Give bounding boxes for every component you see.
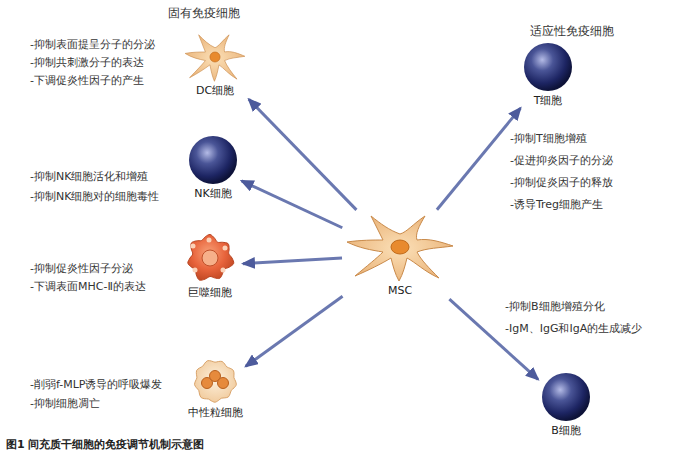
effect-item: -下调表面MHC-Ⅱ的表达 <box>30 280 146 293</box>
cell-name: 巨噬细胞 <box>188 286 232 299</box>
effect-item: -抑制B细胞增殖分化 <box>505 300 605 313</box>
effect-item: -抑制促炎性因子分泌 <box>30 262 133 275</box>
vesicle <box>193 268 198 273</box>
cell-name: T细胞 <box>534 94 563 107</box>
effect-item: -诱导Treg细胞产生 <box>510 198 603 211</box>
nucleus-lobe <box>218 378 229 389</box>
regulation-arrow <box>246 296 343 366</box>
cell-illustration <box>541 372 591 422</box>
vesicle <box>207 238 212 243</box>
cell-node: 中性粒细胞 <box>188 358 243 419</box>
effect-item: -促进抑炎因子的分泌 <box>510 154 613 167</box>
cell-illustration <box>190 358 240 404</box>
effect-item: -抑制NK细胞活化和增殖 <box>30 170 148 183</box>
effect-item: -IgM、IgG和IgA的生成减少 <box>505 322 642 335</box>
lymphocyte-body <box>524 43 572 91</box>
cell-name: NK细胞 <box>194 187 231 200</box>
cell-node: NK细胞 <box>188 135 238 200</box>
cell-node: MSC <box>345 212 455 297</box>
cell-body <box>185 35 245 81</box>
effect-item: -抑制细胞凋亡 <box>30 397 100 410</box>
cell-illustration <box>523 42 573 92</box>
vesicle <box>221 268 226 273</box>
effect-item: -抑制促炎因子的释放 <box>510 176 613 189</box>
vesicle <box>223 246 228 251</box>
neutrophil-body <box>195 361 237 403</box>
figure-caption: 图1 间充质干细胞的免疫调节机制示意图 <box>6 437 204 452</box>
effect-item: -削弱f-MLP诱导的呼吸爆发 <box>30 378 162 391</box>
vesicle <box>191 244 196 249</box>
group-heading: 固有免疫细胞 <box>168 6 240 20</box>
cell-name: B细胞 <box>551 424 581 437</box>
cell-node: B细胞 <box>541 372 591 437</box>
cell-illustration <box>184 32 246 82</box>
lymphocyte-body <box>542 373 590 421</box>
cell-name: MSC <box>388 284 412 297</box>
cell-node: T细胞 <box>523 42 573 107</box>
regulation-arrow <box>242 181 343 228</box>
cell-body <box>347 216 453 281</box>
effect-item: -抑制NK细胞对的细胞毒性 <box>30 190 159 203</box>
effect-item: -抑制T细胞增殖 <box>510 132 587 145</box>
cell-node: 巨噬细胞 <box>181 232 239 299</box>
effect-item: -下调促炎性因子的产生 <box>30 74 144 87</box>
cell-nucleus <box>391 240 409 254</box>
regulation-arrow <box>437 108 521 210</box>
cell-illustration <box>345 212 455 282</box>
cell-node: DC细胞 <box>184 32 246 97</box>
cell-illustration <box>181 232 239 284</box>
macrophage-body <box>188 234 234 280</box>
effect-item: -抑制共刺激分子的表达 <box>30 56 144 69</box>
cell-illustration <box>188 135 238 185</box>
cell-nucleus <box>202 250 218 266</box>
cell-nucleus <box>210 52 220 62</box>
regulation-arrow <box>243 258 342 264</box>
group-heading: 适应性免疫细胞 <box>530 24 614 38</box>
effect-item: -抑制表面提呈分子的分泌 <box>30 38 155 51</box>
lymphocyte-body <box>189 136 237 184</box>
cell-name: DC细胞 <box>196 84 234 97</box>
cell-name: 中性粒细胞 <box>188 406 243 419</box>
